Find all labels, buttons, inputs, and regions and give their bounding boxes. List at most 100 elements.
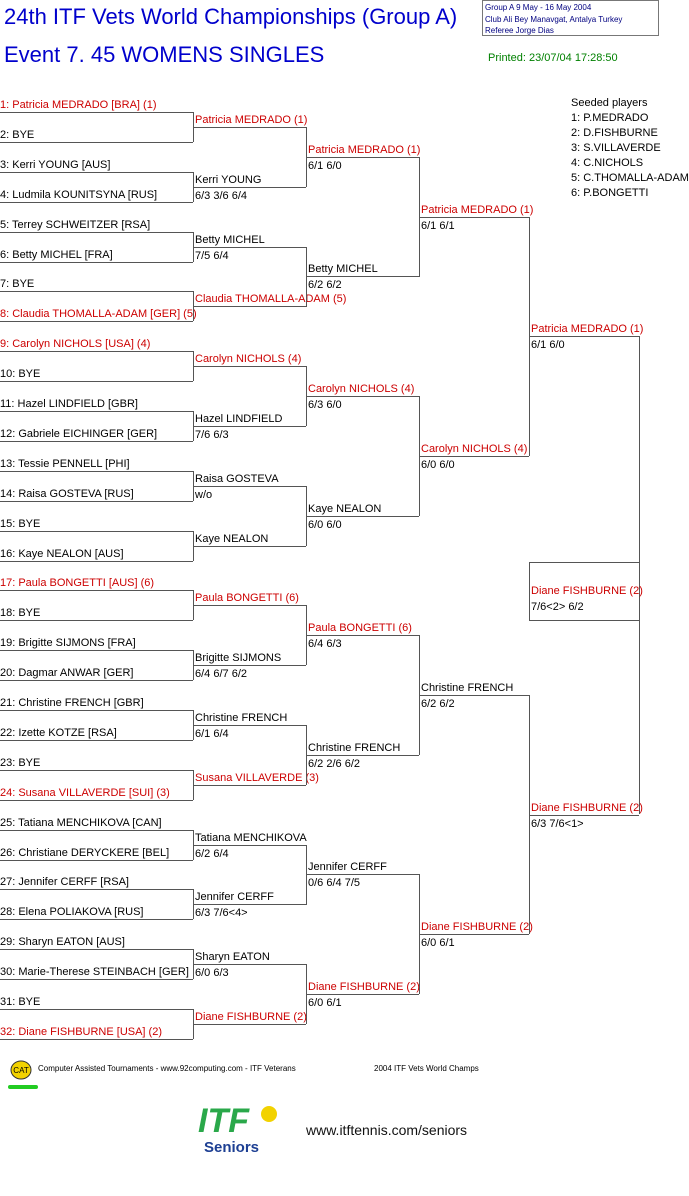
bracket-line: [419, 934, 529, 935]
draw-entry: 7: BYE: [0, 278, 35, 290]
bracket-line: [0, 1039, 193, 1040]
seeded-players-list: Seeded players 1: P.MEDRADO 2: D.FISHBUR…: [571, 96, 689, 201]
match-score: 6/0 6/0: [308, 519, 342, 531]
match-winner: Patricia MEDRADO (1): [421, 204, 534, 216]
bracket-line: [306, 755, 419, 756]
match-score: 6/4 6/7 6/2: [195, 668, 247, 680]
bracket-line: [0, 590, 193, 591]
bracket-line: [0, 710, 193, 711]
bracket-line: [193, 665, 306, 666]
bracket-line: [0, 830, 193, 831]
draw-entry: 28: Elena POLIAKOVA [RUS]: [0, 906, 144, 918]
match-winner: Hazel LINDFIELD: [195, 413, 283, 425]
bracket-line: [0, 411, 193, 412]
draw-entry: 12: Gabriele EICHINGER [GER]: [0, 428, 158, 440]
draw-entry: 19: Brigitte SIJMONS [FRA]: [0, 637, 136, 649]
match-score: 6/2 6/2: [421, 698, 455, 710]
seeded-player: 5: C.THOMALLA-ADAM: [571, 172, 689, 184]
match-score: 7/6 6/3: [195, 429, 229, 441]
match-winner: Betty MICHEL: [195, 234, 265, 246]
bracket-line: [306, 516, 419, 517]
match-score: 6/1 6/0: [531, 339, 565, 351]
draw-entry: 23: BYE: [0, 757, 41, 769]
draw-entry: 13: Tessie PENNELL [PHI]: [0, 458, 130, 470]
draw-entry: 32: Diane FISHBURNE [USA] (2): [0, 1026, 162, 1038]
draw-entry: 26: Christiane DERYCKERE [BEL]: [0, 847, 170, 859]
match-winner: Brigitte SIJMONS: [195, 652, 282, 664]
bracket-line: [0, 501, 193, 502]
bracket-line: [193, 486, 306, 487]
bracket-line: [529, 562, 639, 563]
itf-logo-seniors: Seniors: [204, 1139, 259, 1156]
bracket-line: [529, 562, 530, 620]
draw-entry: 8: Claudia THOMALLA-ADAM [GER] (5): [0, 308, 197, 320]
bracket-line: [529, 695, 530, 934]
bracket-line: [0, 740, 193, 741]
bracket-line: [306, 247, 307, 307]
bracket-line: [193, 127, 306, 128]
itf-website-link[interactable]: www.itftennis.com/seniors: [306, 1122, 468, 1138]
draw-entry: 15: BYE: [0, 518, 41, 530]
draw-entry: 14: Raisa GOSTEVA [RUS]: [0, 488, 134, 500]
match-score: 6/3 3/6 6/4: [195, 190, 247, 202]
bracket-line: [306, 874, 419, 875]
draw-entry: 6: Betty MICHEL [FRA]: [0, 249, 113, 261]
champion: Diane FISHBURNE (2): [531, 585, 643, 597]
bracket-line: [193, 1024, 306, 1025]
match-winner: Raisa GOSTEVA: [195, 473, 279, 485]
itf-seniors-logo: ITF Seniors: [196, 1100, 286, 1165]
match-winner: Christine FRENCH: [195, 712, 288, 724]
bracket-line: [193, 845, 306, 846]
match-winner: Tatiana MENCHIKOVA: [195, 832, 307, 844]
bracket-line: [0, 770, 193, 771]
bracket-line: [0, 561, 193, 562]
match-score: 6/1 6/0: [308, 160, 342, 172]
footer-event-name: 2004 ITF Vets World Champs: [374, 1064, 479, 1073]
info-venue: Club Ali Bey Manavgat, Antalya Turkey: [485, 14, 623, 24]
software-credit: Computer Assisted Tournaments - www.92co…: [38, 1064, 296, 1073]
match-winner: Susana VILLAVERDE (3): [195, 772, 319, 784]
bracket-line: [193, 366, 306, 367]
draw-entry: 10: BYE: [0, 368, 41, 380]
draw-entry: 22: Izette KOTZE [RSA]: [0, 727, 117, 739]
bracket-line: [193, 247, 306, 248]
bracket-line: [0, 351, 193, 352]
bracket-line: [0, 142, 193, 143]
bracket-line: [0, 889, 193, 890]
draw-entry: 3: Kerri YOUNG [AUS]: [0, 159, 111, 171]
match-score: 0/6 6/4 7/5: [308, 877, 360, 889]
draw-entry: 31: BYE: [0, 996, 41, 1008]
bracket-line: [0, 1009, 193, 1010]
bracket-line: [0, 979, 193, 980]
draw-entry: 9: Carolyn NICHOLS [USA] (4): [0, 338, 151, 350]
match-winner: Kaye NEALON: [308, 503, 382, 515]
bracket-line: [0, 202, 193, 203]
bracket-line: [306, 157, 419, 158]
bracket-line: [0, 321, 193, 322]
bracket-line: [0, 650, 193, 651]
draw-entry: 18: BYE: [0, 607, 41, 619]
match-score: 6/3 7/6<1>: [531, 818, 584, 830]
match-winner: Carolyn NICHOLS (4): [195, 353, 302, 365]
match-winner: Christine FRENCH: [308, 742, 401, 754]
draw-entry: 29: Sharyn EATON [AUS]: [0, 936, 125, 948]
draw-entry: 30: Marie-Therese STEINBACH [GER]: [0, 966, 189, 978]
bracket-line: [419, 456, 529, 457]
match-winner: Paula BONGETTI (6): [308, 622, 412, 634]
bracket-line: [0, 291, 193, 292]
bracket-line: [193, 306, 306, 307]
cat-logo: CAT: [8, 1058, 40, 1097]
match-winner: Christine FRENCH: [421, 682, 514, 694]
match-winner: Claudia THOMALLA-ADAM (5): [195, 293, 347, 305]
printed-timestamp: Printed: 23/07/04 17:28:50: [488, 52, 618, 64]
bracket-line: [193, 904, 306, 905]
seeded-title: Seeded players: [571, 97, 648, 109]
match-score: 7/5 6/4: [195, 250, 229, 262]
seeded-player: 6: P.BONGETTI: [571, 187, 649, 199]
bracket-line: [193, 964, 306, 965]
tournament-info-box: Group A 9 May - 16 May 2004 Club Ali Bey…: [482, 0, 659, 36]
draw-entry: 2: BYE: [0, 129, 35, 141]
match-score: 6/0 6/1: [308, 997, 342, 1009]
bracket-line: [0, 471, 193, 472]
bracket-line: [306, 635, 419, 636]
